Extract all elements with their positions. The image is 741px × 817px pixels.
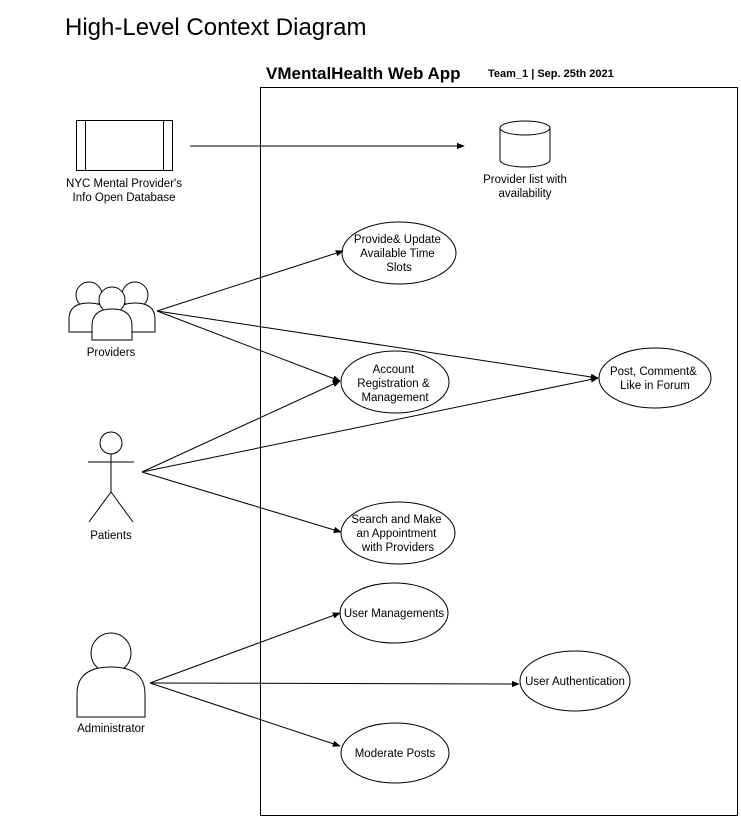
- use-case-time-slots-line-2: Available Time: [360, 248, 435, 260]
- actor-providers-label: Providers: [86, 347, 136, 359]
- use-case-forum-line-1: Post, Comment&: [610, 366, 697, 378]
- svg-text:User Authentication: User Authentication: [525, 676, 625, 688]
- providers-group-icon: [68, 281, 156, 341]
- svg-text:Search and Make an Appoi: Search and Make an Appointment with Prov…: [351, 514, 444, 554]
- svg-text:Provide& Update Availabl: Provide& Update Available Time Slots: [354, 234, 444, 274]
- use-case-forum: Post, Comment& Like in Forum: [598, 347, 712, 409]
- arrow-patients-to-account: [141, 380, 341, 473]
- svg-text:Post, Comment& Like in F: Post, Comment& Like in Forum: [610, 366, 700, 392]
- use-case-time-slots: Provide& Update Available Time Slots: [341, 221, 457, 285]
- arrow-providers-to-time-slots: [156, 250, 344, 312]
- use-case-authentication: User Authentication: [519, 650, 631, 712]
- arrow-providers-to-forum: [156, 310, 599, 381]
- svg-text:Moderate Posts: Moderate Posts: [355, 748, 436, 760]
- arrow-patients-to-forum: [141, 376, 599, 473]
- diagram-title: High-Level Context Diagram: [65, 14, 367, 41]
- arrow-patients-to-appointment: [141, 471, 342, 533]
- use-case-user-managements: User Managements: [339, 582, 449, 644]
- use-case-user-managements-line-1: User Managements: [344, 608, 445, 620]
- use-case-time-slots-line-3: Slots: [386, 262, 412, 274]
- external-database-label: NYC Mental Provider's Info Open Database: [66, 178, 182, 204]
- actor-patients-label: Patients: [90, 530, 132, 542]
- use-case-account-line-3: Management: [361, 392, 429, 404]
- use-case-account-line-1: Account: [373, 364, 415, 376]
- arrow-admin-to-authentication: [149, 680, 520, 688]
- use-case-appointment: Search and Make an Appointment with Prov…: [340, 501, 456, 565]
- datastore-cylinder-icon: [499, 120, 551, 168]
- arrow-providers-to-account: [156, 310, 341, 382]
- external-database-icon: [76, 120, 173, 171]
- svg-text:User Managements: User Managements: [344, 608, 445, 620]
- use-case-appointment-line-3: with Providers: [361, 542, 434, 554]
- svg-text:Account Registration &: Account Registration & Management: [357, 364, 432, 404]
- use-case-account: Account Registration & Management: [340, 350, 450, 414]
- use-case-authentication-line-1: User Authentication: [525, 676, 625, 688]
- arrow-admin-to-moderate-posts: [149, 682, 341, 747]
- use-case-account-line-2: Registration &: [357, 378, 430, 390]
- use-case-moderate-posts: Moderate Posts: [340, 722, 450, 784]
- arrow-admin-to-user-managements: [149, 612, 341, 684]
- use-case-forum-line-2: Like in Forum: [620, 380, 690, 392]
- use-case-appointment-line-1: Search and Make: [351, 514, 441, 526]
- patient-stick-figure-icon: [88, 431, 134, 523]
- system-title: VMentalHealth Web App: [266, 64, 461, 83]
- administrator-icon: [76, 632, 146, 718]
- use-case-moderate-posts-line-1: Moderate Posts: [355, 748, 436, 760]
- datastore-label: Provider list with availability: [483, 174, 567, 200]
- use-case-time-slots-line-1: Provide& Update: [354, 234, 441, 246]
- actor-administrator-label: Administrator: [77, 723, 145, 735]
- use-case-appointment-line-2: an Appointment: [356, 528, 437, 540]
- system-boundary: [260, 87, 738, 816]
- system-subtitle: Team_1 | Sep. 25th 2021: [488, 68, 614, 80]
